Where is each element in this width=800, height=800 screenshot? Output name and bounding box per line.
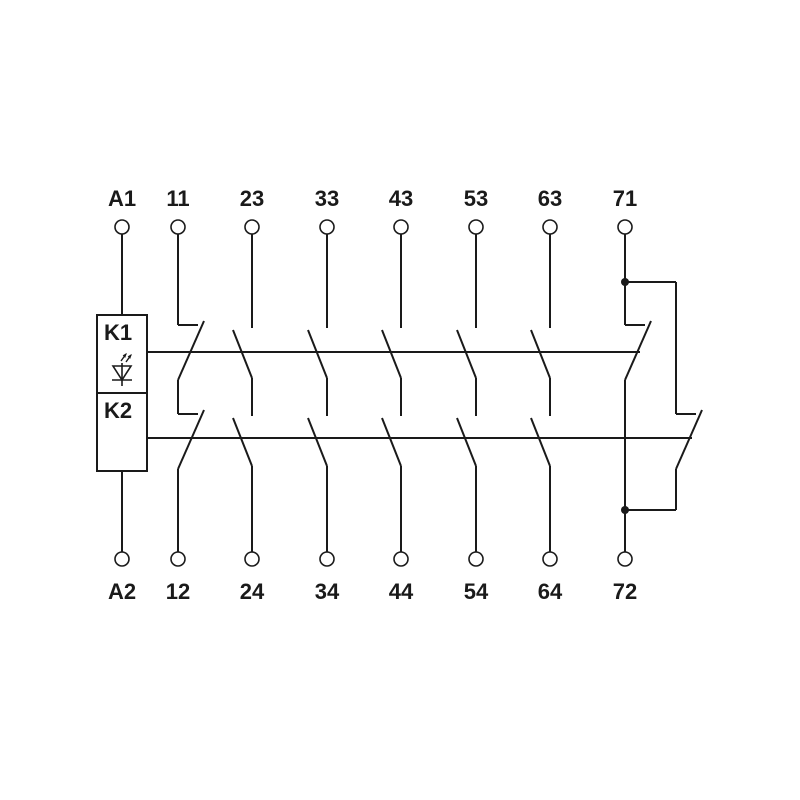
terminal-label-53: 53 [464, 186, 488, 211]
terminal-71 [617, 219, 633, 235]
terminal-label-43: 43 [389, 186, 413, 211]
terminal-33 [319, 219, 335, 235]
terminal-12 [170, 551, 186, 567]
terminal-label-12: 12 [166, 579, 190, 604]
terminal-72 [617, 551, 633, 567]
contact-43-44 [381, 234, 402, 552]
terminal-64 [542, 551, 558, 567]
bottom-terminals [114, 551, 633, 567]
led-icon [111, 352, 133, 386]
terminal-label-54: 54 [464, 579, 489, 604]
terminal-63 [542, 219, 558, 235]
bottom-terminal-labels: A2 12 24 34 44 54 64 72 [108, 579, 637, 604]
coil-label-k1: K1 [104, 320, 132, 345]
terminal-44 [393, 551, 409, 567]
terminal-34 [319, 551, 335, 567]
terminal-label-24: 24 [240, 579, 265, 604]
junction-dot-top [621, 278, 629, 286]
terminal-11 [170, 219, 186, 235]
terminal-label-23: 23 [240, 186, 264, 211]
terminal-label-33: 33 [315, 186, 339, 211]
terminal-a1 [114, 219, 130, 235]
contact-71-72 [621, 234, 703, 552]
contact-11-12 [177, 234, 205, 552]
terminal-label-71: 71 [613, 186, 637, 211]
terminal-43 [393, 219, 409, 235]
top-terminal-labels: A1 11 23 33 43 53 63 71 [108, 186, 637, 211]
terminal-label-72: 72 [613, 579, 637, 604]
terminal-a2 [114, 551, 130, 567]
terminal-label-44: 44 [389, 579, 414, 604]
contact-33-34 [307, 234, 328, 552]
coil-block: K1 K2 [96, 234, 148, 552]
terminal-label-63: 63 [538, 186, 562, 211]
contact-63-64 [530, 234, 551, 552]
terminal-label-a2: A2 [108, 579, 136, 604]
contact-53-54 [456, 234, 477, 552]
terminal-54 [468, 551, 484, 567]
terminal-23 [244, 219, 260, 235]
terminal-label-11: 11 [166, 186, 189, 211]
top-terminals [114, 219, 633, 235]
terminal-label-34: 34 [315, 579, 340, 604]
terminal-label-64: 64 [538, 579, 563, 604]
terminal-label-a1: A1 [108, 186, 136, 211]
terminal-53 [468, 219, 484, 235]
coil-label-k2: K2 [104, 398, 132, 423]
terminal-24 [244, 551, 260, 567]
junction-dot-bottom [621, 506, 629, 514]
contact-23-24 [232, 234, 253, 552]
